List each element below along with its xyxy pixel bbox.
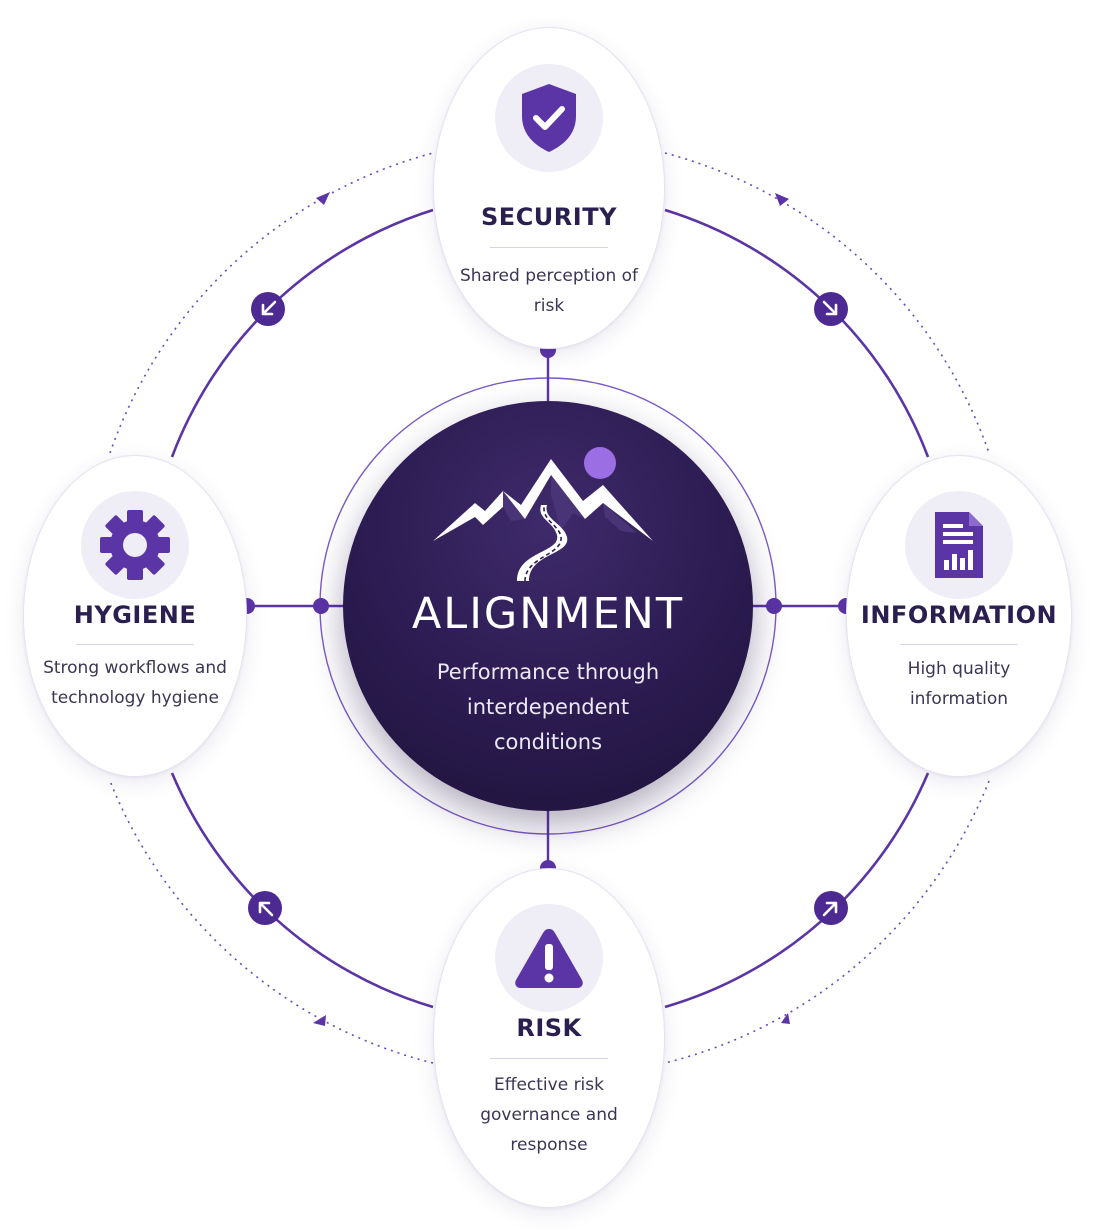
center-circle: ALIGNMENT Performance through interdepen… bbox=[343, 401, 753, 811]
node-security: SECURITY Shared perception of risk bbox=[433, 27, 665, 349]
outer-dashed-orbit bbox=[109, 152, 990, 1064]
center-title: ALIGNMENT bbox=[411, 589, 685, 639]
divider bbox=[76, 644, 194, 645]
direction-arrow-icon bbox=[814, 891, 848, 925]
icon-badge bbox=[905, 491, 1013, 599]
flow-arrowheads bbox=[313, 192, 790, 1026]
divider bbox=[490, 1058, 608, 1059]
node-description: Effective risk governance and response bbox=[480, 1075, 618, 1155]
direction-arrow-icon bbox=[248, 891, 282, 925]
gear-icon bbox=[100, 510, 170, 580]
center-description: Performance through interdependent condi… bbox=[436, 660, 660, 754]
warning-triangle-icon bbox=[515, 929, 583, 988]
node-information: INFORMATION High quality information bbox=[846, 455, 1072, 777]
node-title: HYGIENE bbox=[73, 601, 197, 629]
icon-badge bbox=[495, 904, 603, 1012]
document-chart-icon bbox=[935, 512, 983, 578]
node-risk: RISK Effective risk governance and respo… bbox=[433, 868, 665, 1208]
node-description: Shared perception of risk bbox=[459, 266, 639, 316]
node-description: Strong workflows and technology hygiene bbox=[43, 658, 227, 708]
divider bbox=[490, 247, 608, 248]
shield-check-icon bbox=[522, 84, 576, 152]
node-hygiene: HYGIENE Strong workflows and technology … bbox=[23, 455, 247, 777]
node-title: SECURITY bbox=[481, 203, 617, 231]
icon-badge bbox=[495, 64, 603, 172]
node-title: RISK bbox=[516, 1014, 582, 1042]
node-description: High quality information bbox=[907, 659, 1011, 709]
mountain-road-icon bbox=[433, 447, 653, 581]
node-title: INFORMATION bbox=[860, 601, 1058, 629]
direction-arrow-icon bbox=[814, 292, 848, 326]
icon-badge bbox=[81, 491, 189, 599]
divider bbox=[900, 644, 1018, 645]
direction-arrow-icon bbox=[251, 292, 285, 326]
